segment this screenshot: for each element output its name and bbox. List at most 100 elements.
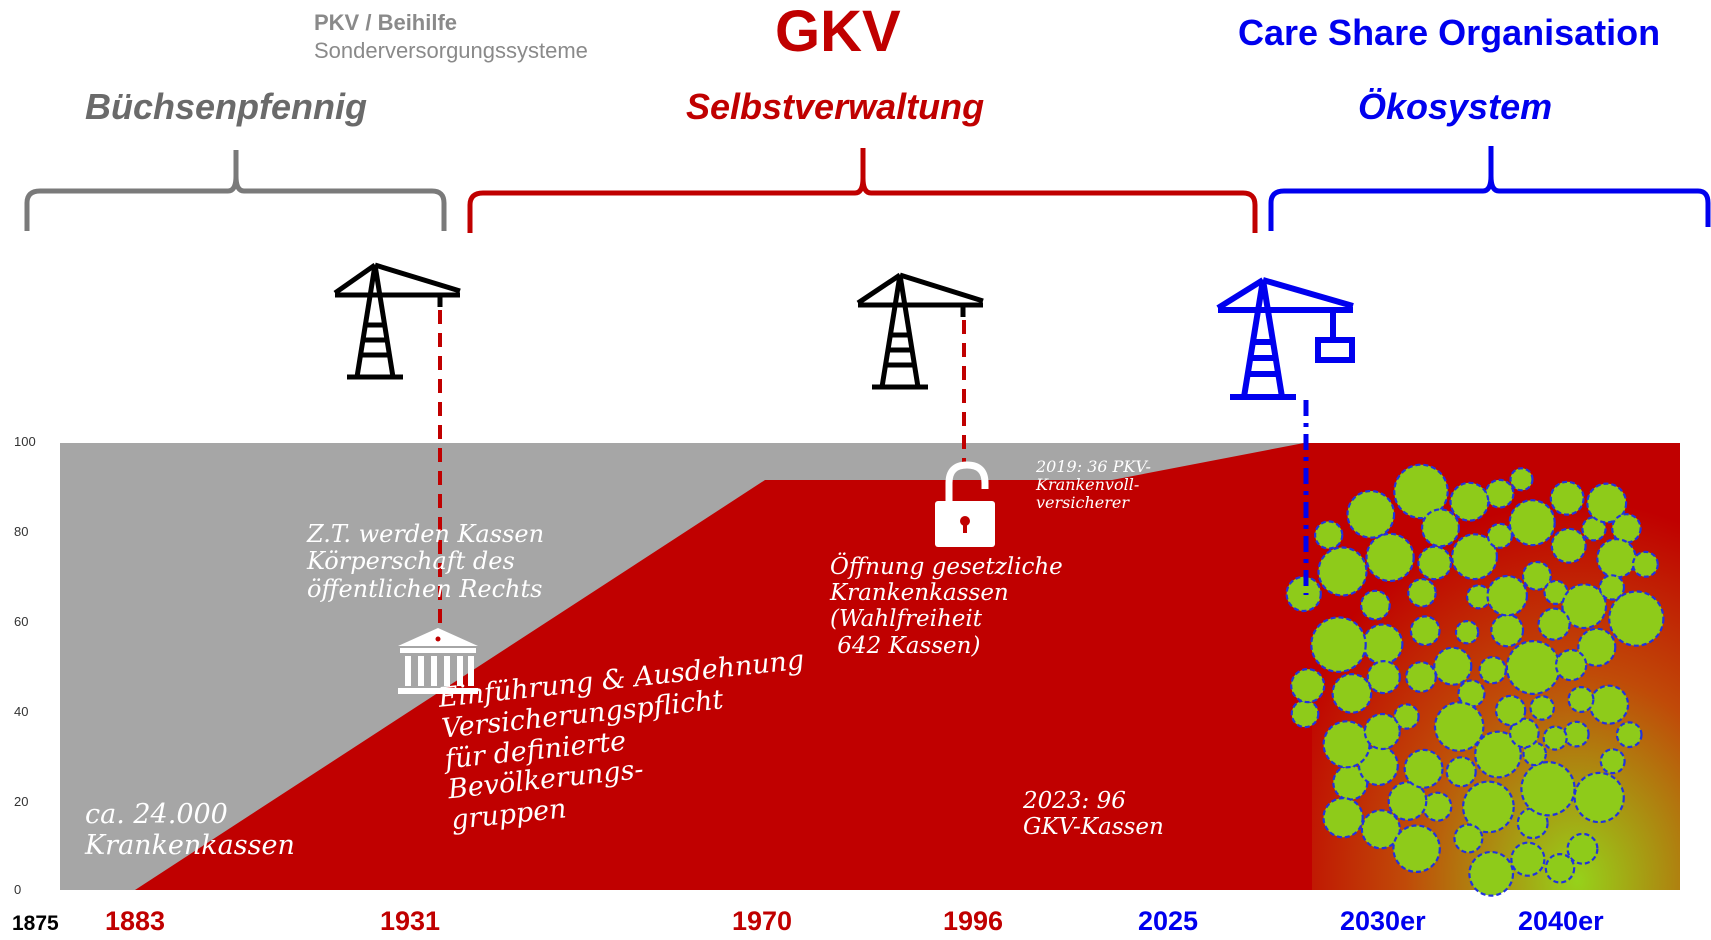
public-building-icon [398, 628, 478, 694]
kasse-bubble [1313, 520, 1344, 550]
kasse-bubble [1387, 781, 1428, 821]
kasse-bubble [1393, 463, 1449, 520]
kasse-bubble [1366, 659, 1401, 695]
kasse-bubble [1474, 730, 1522, 779]
annotation-pkv-2019: 2019: 36 PKV- Krankenvoll- versicherer [1036, 457, 1151, 513]
bracket-buechsenpfennig [24, 150, 447, 231]
kasse-bubble [1508, 717, 1540, 749]
kasse-bubble [1549, 480, 1585, 516]
kasse-bubble [1433, 701, 1485, 752]
x-tick-label: 1931 [380, 906, 441, 936]
kasse-bubble [1331, 673, 1373, 714]
y-tick-label: 100 [14, 434, 36, 449]
kasse-bubble [1453, 823, 1484, 854]
kasse-bubble [1505, 639, 1561, 695]
kasse-bubble [1490, 613, 1525, 648]
y-tick-label: 60 [14, 614, 29, 629]
kasse-bubble [1486, 574, 1529, 617]
kasse-bubble [1486, 522, 1514, 549]
y-tick-label: 40 [14, 704, 29, 719]
kasse-bubble [1393, 703, 1420, 730]
annotation-oeffnung: Öffnung gesetzliche Krankenkassen (Wahlf… [830, 554, 1063, 659]
kasse-bubble [1615, 721, 1643, 749]
kasse-bubble [1392, 824, 1441, 874]
kasse-bubble [1310, 616, 1367, 673]
kasse-bubble [1562, 720, 1590, 748]
crane-with-load-icon [1216, 277, 1355, 400]
kasse-bubble [1346, 489, 1396, 539]
kasse-bubble [1360, 809, 1402, 850]
kasse-bubble [1611, 513, 1642, 544]
x-tick-label: 2030er [1340, 906, 1426, 936]
annotation-gkv-2023: 2023: 96 GKV-Kassen [1023, 788, 1164, 841]
x-tick-label: 1875 [12, 912, 59, 935]
kasse-bubble [1407, 577, 1437, 608]
crane-icon [333, 262, 461, 380]
era-label-selbstverwaltung: Selbstverwaltung [686, 86, 985, 127]
kasse-bubble [1596, 537, 1637, 579]
kasse-bubble [1403, 748, 1444, 789]
kasse-bubble [1445, 756, 1477, 788]
kasse-bubble [1529, 695, 1555, 721]
kasse-bubble [1566, 832, 1599, 865]
kasse-bubble [1468, 850, 1515, 897]
kasse-bubble [1577, 627, 1617, 667]
kasse-bubble [1362, 623, 1404, 665]
kasse-bubble [1433, 646, 1473, 686]
kasse-bubble [1550, 527, 1587, 564]
kasse-bubble [1449, 481, 1490, 522]
kasse-bubble [1290, 667, 1326, 704]
kasse-bubble [1509, 467, 1534, 492]
kasse-bubble [1581, 516, 1607, 542]
sonderversorgung-label: Sonderversorgungssysteme [314, 38, 588, 63]
kasse-bubble [1516, 807, 1549, 840]
kasse-bubble [1359, 589, 1391, 621]
kasse-bubble [1544, 852, 1576, 884]
kasse-bubble [1598, 574, 1626, 601]
kasse-bubble [1586, 482, 1628, 524]
bracket-selbstverwaltung [467, 148, 1258, 233]
kasse-bubble [1561, 583, 1608, 630]
kasse-bubble [1521, 560, 1552, 591]
open-padlock-icon [935, 461, 995, 547]
kasse-bubble [1484, 478, 1515, 509]
kasse-bubble [1317, 546, 1368, 597]
kasse-bubble [1478, 655, 1507, 685]
x-tick-label: 2025 [1138, 906, 1199, 936]
kasse-bubble [1588, 684, 1630, 725]
y-tick-label: 20 [14, 794, 29, 809]
kasse-bubble [1363, 712, 1401, 751]
kasse-bubble [1542, 725, 1568, 751]
kasse-bubble [1567, 685, 1595, 713]
kasse-bubble [1322, 797, 1364, 839]
kasse-bubble [1494, 694, 1527, 727]
x-tick-label: 2040er [1518, 906, 1604, 936]
kasse-bubble [1554, 648, 1588, 682]
crane-icon [856, 272, 984, 390]
kasse-bubble [1405, 661, 1437, 693]
x-tick-label: 1996 [943, 906, 1004, 936]
kasse-bubble [1365, 532, 1415, 583]
kasse-bubble [1420, 508, 1460, 548]
era-label-oekosystem: Ökosystem [1358, 86, 1553, 127]
x-tick-label: 1970 [732, 906, 793, 936]
y-tick-label: 0 [14, 882, 22, 897]
kasse-bubble [1537, 607, 1571, 641]
kasse-bubble [1409, 615, 1441, 647]
x-tick-label: 1883 [105, 906, 166, 936]
kasse-bubble [1454, 620, 1480, 645]
kasse-bubble [1510, 841, 1546, 877]
care-share-title: Care Share Organisation [1238, 12, 1661, 53]
kasse-bubble [1450, 533, 1498, 581]
gkv-title: GKV [775, 0, 901, 64]
kasse-bubble [1508, 499, 1556, 547]
bracket-oekosystem [1268, 146, 1711, 231]
kasse-bubble [1573, 771, 1625, 824]
annotation-krankenkassen-1883: ca. 24.000 Krankenkassen [85, 799, 295, 861]
y-tick-label: 80 [14, 524, 29, 539]
annotation-koerperschaft: Z.T. werden Kassen Körperschaft des öffe… [307, 520, 545, 603]
kasse-bubble [1520, 761, 1576, 817]
germany-bubble-map-icon [1285, 463, 1665, 897]
